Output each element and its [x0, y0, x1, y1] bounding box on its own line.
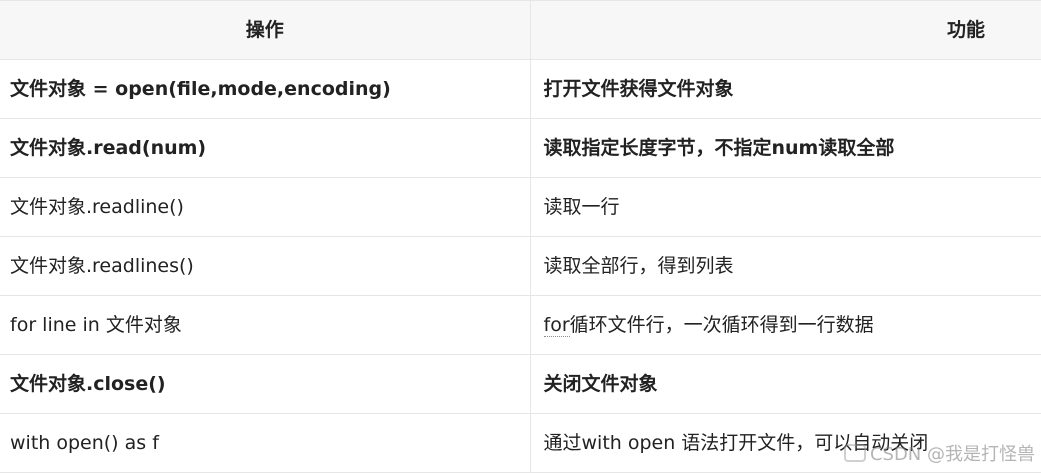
- function-text: 循环文件行，一次循环得到一行数据: [569, 314, 874, 336]
- operation-cell: 文件对象.read(num): [0, 118, 531, 178]
- table-row: 文件对象.close() 关闭文件对象: [0, 354, 1041, 414]
- header-function: 功能: [530, 0, 1041, 60]
- operation-cell: with open() as f: [0, 413, 531, 473]
- operation-cell: 文件对象.close(): [0, 354, 531, 414]
- table-row: for line in 文件对象 for循环文件行，一次循环得到一行数据: [0, 295, 1041, 355]
- function-cell: 读取指定长度字节，不指定num读取全部: [530, 118, 1041, 178]
- function-cell: 关闭文件对象: [530, 354, 1041, 414]
- table-row: 文件对象 = open(file,mode,encoding) 打开文件获得文件…: [0, 59, 1041, 119]
- operation-cell: 文件对象.readline(): [0, 177, 531, 237]
- operation-cell: for line in 文件对象: [0, 295, 531, 355]
- operation-cell: 文件对象 = open(file,mode,encoding): [0, 59, 531, 119]
- function-cell: 读取全部行，得到列表: [530, 236, 1041, 296]
- watermark-text: CSDN @我是打怪兽: [869, 444, 1035, 465]
- header-operation: 操作: [0, 0, 531, 60]
- table-header-row: 操作 功能: [0, 0, 1041, 60]
- table-row: with open() as f 通过with open 语法打开文件，可以自动…: [0, 413, 1041, 473]
- function-cell: 读取一行: [530, 177, 1041, 237]
- csdn-logo-icon: [843, 444, 866, 462]
- function-keyword-link[interactable]: for: [543, 314, 570, 337]
- function-cell: 打开文件获得文件对象: [530, 59, 1041, 119]
- table-row: 文件对象.read(num) 读取指定长度字节，不指定num读取全部: [0, 118, 1041, 178]
- function-cell: for循环文件行，一次循环得到一行数据: [530, 295, 1041, 355]
- operation-cell: 文件对象.readlines(): [0, 236, 531, 296]
- table-row: 文件对象.readlines() 读取全部行，得到列表: [0, 236, 1041, 296]
- table-row: 文件对象.readline() 读取一行: [0, 177, 1041, 237]
- watermark: CSDN @我是打怪兽: [843, 440, 1035, 466]
